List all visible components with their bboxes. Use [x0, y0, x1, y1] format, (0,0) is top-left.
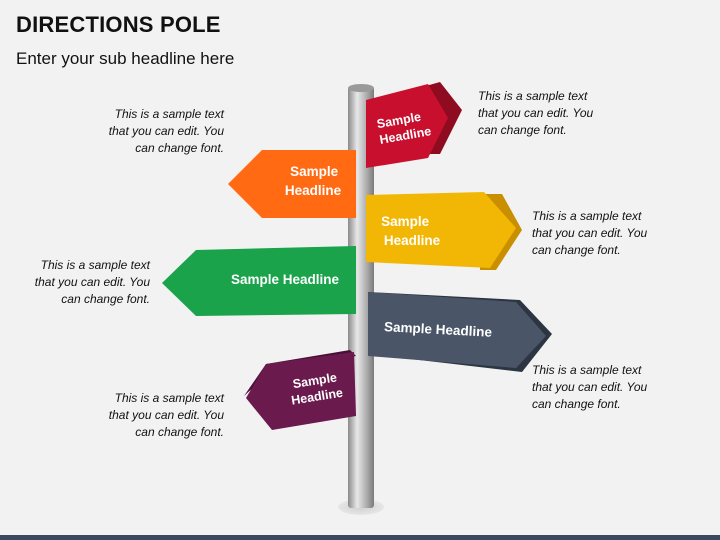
sign-yellow-line-1: Sample: [381, 214, 430, 229]
sign-slate: Sample Headline: [368, 292, 552, 372]
page-title: DIRECTIONS POLE: [16, 12, 221, 37]
page-subtitle: Enter your sub headline here: [16, 49, 235, 68]
svg-text:Sample Headline: Sample Headline: [285, 164, 342, 198]
sign-green-line-1: Sample Headline: [231, 272, 340, 287]
svg-text:Sample Headline: Sample Headline: [384, 319, 493, 340]
svg-text:Sample Headline: Sample Headline: [381, 214, 441, 248]
sign-slate-line-1: Sample Headline: [384, 319, 493, 340]
sign-purple-line-1: Sample: [292, 370, 338, 391]
sign-yellow-line-2: Headline: [384, 233, 441, 248]
footer-bar: [0, 535, 720, 540]
sign-orange-line-1: Sample: [290, 164, 339, 179]
sign-orange-line-2: Headline: [285, 183, 342, 198]
pole-cap: [348, 84, 374, 92]
sign-orange: Sample Headline: [228, 150, 356, 218]
svg-text:Sample Headline: Sample Headline: [231, 272, 340, 287]
sign-purple: Sample Headline: [244, 350, 356, 430]
sign-red: Sample Headline: [366, 82, 462, 168]
sign-yellow: Sample Headline: [366, 192, 522, 270]
svg-text:Sample Headline: Sample Headline: [288, 370, 344, 408]
sign-green: Sample Headline: [162, 246, 356, 316]
